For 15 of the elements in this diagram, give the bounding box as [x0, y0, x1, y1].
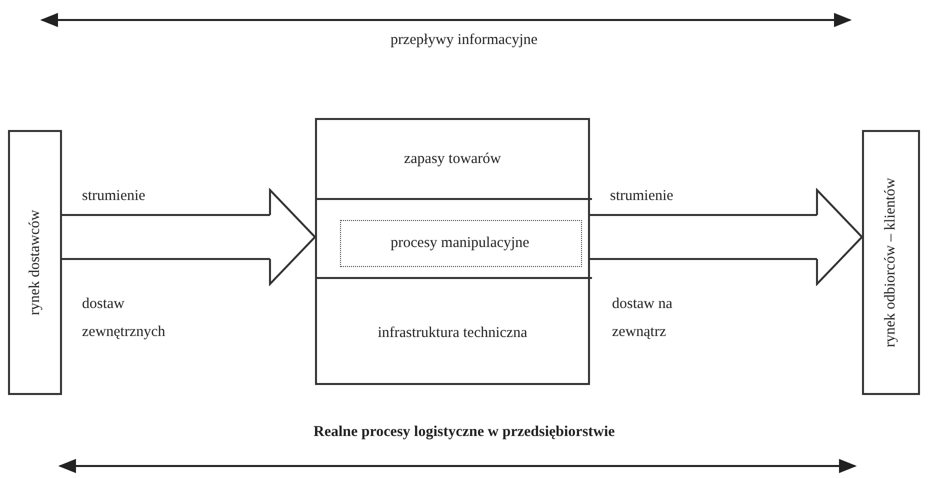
edge-label: strumienie: [610, 188, 674, 205]
heading: Realne procesy logistyczne w przedsiębiorstwie: [314, 424, 615, 441]
process-box: [340, 220, 582, 267]
warehouse-box: [315, 118, 590, 385]
section-label: infrastruktura techniczna: [378, 324, 528, 342]
section-label: procesy manipulacyjne: [390, 234, 530, 253]
market-box: [862, 130, 920, 395]
arrow-caption: dostaw zewnętrznych: [82, 295, 166, 342]
market-label: rynek odbiorców – klientów: [882, 178, 900, 348]
arrow-caption: dostaw na zewnątrz: [612, 295, 674, 342]
flow-label: przepływy informacyjne: [390, 32, 538, 49]
section-label: zapasy towarów: [402, 150, 502, 168]
market-label: rynek dostawców: [26, 210, 44, 316]
market-box: [8, 130, 62, 395]
edge-label: strumienie: [82, 188, 146, 205]
